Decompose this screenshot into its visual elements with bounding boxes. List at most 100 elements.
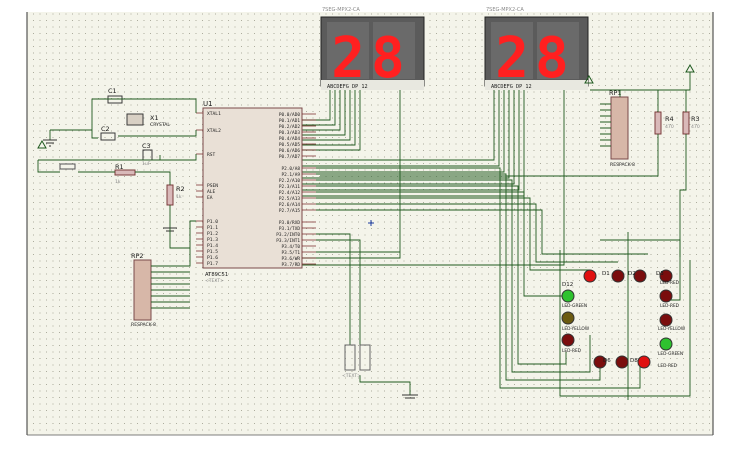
- svg-text:P0.7/AD7: P0.7/AD7: [279, 154, 301, 160]
- svg-text:P0.6/AD6: P0.6/AD6: [279, 148, 301, 154]
- r2-symbol: [166, 184, 174, 206]
- display-left-pin-strip: [321, 80, 424, 90]
- svg-text:XTAL2: XTAL2: [207, 128, 221, 134]
- svg-text:P1.2: P1.2: [207, 231, 218, 237]
- led-green-right-1: [659, 337, 673, 351]
- mcu-text-placeholder: <TEXT>: [205, 278, 224, 284]
- led-red-bottom-2: [615, 355, 629, 369]
- vcc-arrow-left: [37, 139, 47, 149]
- display-left-digit-bg-2: [373, 22, 415, 79]
- ground-symbols: [43, 139, 177, 232]
- svg-text:P0.5/AD5: P0.5/AD5: [279, 142, 301, 148]
- d1-label: D1: [602, 271, 610, 277]
- led-red-right-2: [659, 313, 673, 327]
- d12-label: D12: [562, 282, 573, 288]
- led-red-left-2: [561, 333, 575, 347]
- svg-text:P2.5/A13: P2.5/A13: [279, 196, 301, 202]
- svg-text:P1.3: P1.3: [207, 237, 218, 243]
- svg-text:P2.2/A10: P2.2/A10: [279, 178, 301, 184]
- c3-value: 1uF: [142, 161, 151, 167]
- led-red-bottom-3: [637, 355, 651, 369]
- c2-symbol: [100, 132, 116, 141]
- svg-text:ALE: ALE: [207, 189, 216, 195]
- svg-text:P0.4/AD4: P0.4/AD4: [279, 136, 301, 142]
- display-left[interactable]: 7SEG-MPX2-CA 28 ABCDEFG DP 12: [320, 7, 425, 91]
- led-red-bottom-1: [593, 355, 607, 369]
- r1-value: 1k: [115, 179, 121, 185]
- display-right-pin-strip: [485, 80, 588, 90]
- r1-symbol: [114, 169, 136, 176]
- crystal-symbol: [126, 113, 144, 126]
- display-right[interactable]: 7SEG-MPX2-CA 28 ABCDEFG DP 12: [484, 7, 589, 91]
- svg-text:P3.7/RD: P3.7/RD: [281, 262, 300, 268]
- led-red-top-3: [633, 269, 647, 283]
- led-green-left-1: [561, 289, 575, 303]
- svg-text:P0.2/AD2: P0.2/AD2: [279, 124, 301, 130]
- c1-symbol: [107, 95, 123, 104]
- c2-label: C2: [101, 125, 110, 133]
- vcc-arrow-right-1: [584, 74, 594, 84]
- svg-text:EA: EA: [207, 195, 213, 201]
- d6-label: D6: [603, 358, 611, 364]
- mcu-right-pin-names: P0.0/AD0 P0.1/AD1 P0.2/AD2 P0.3/AD3 P0.4…: [276, 112, 300, 268]
- svg-text:P3.5/T1: P3.5/T1: [281, 250, 300, 256]
- led-red-top-1: [583, 269, 597, 283]
- svg-text:P3.1/TXD: P3.1/TXD: [279, 226, 301, 232]
- svg-text:P2.1/A9: P2.1/A9: [281, 172, 300, 178]
- oscillator-circuit[interactable]: C1 C2 X1 CRYSTAL C3 1uF R1 1k R2 1k: [37, 87, 197, 232]
- svg-text:P3.6/WR: P3.6/WR: [281, 256, 300, 262]
- switch-text-placeholder: <TEXT>: [342, 373, 361, 379]
- r4-value: 470: [665, 124, 674, 130]
- d8-label: D8: [630, 358, 638, 364]
- switch-int1[interactable]: [359, 344, 371, 371]
- r2-value: 1k: [176, 194, 182, 200]
- resistor-pack-rp2[interactable]: RP2 RESPACK-8: [131, 220, 196, 328]
- rp2-part: RESPACK-8: [131, 322, 156, 328]
- led-green-label-1: LED-GREEN: [562, 303, 587, 309]
- crosshair-cursor-icon: [368, 220, 374, 226]
- svg-text:XTAL1: XTAL1: [207, 111, 221, 117]
- led-yellow-label-1: LED-YELLOW: [562, 326, 590, 332]
- svg-text:P2.0/A8: P2.0/A8: [281, 166, 300, 172]
- led-bus-wires: [316, 167, 691, 400]
- svg-text:P3.4/T0: P3.4/T0: [281, 244, 300, 250]
- switch-int0[interactable]: [344, 344, 356, 371]
- d3-label: D3: [656, 271, 664, 277]
- resistor-pack-rp1[interactable]: RP1 RESPACK-8 R4 470 R3 470: [320, 63, 700, 257]
- rp1-wires: [320, 72, 691, 257]
- r3-symbol: [682, 111, 690, 135]
- mcu-part-label: AT89C51: [205, 272, 228, 278]
- r3-value: 470: [691, 124, 700, 130]
- display-left-digit-bg-1: [327, 22, 369, 79]
- mcu-pin-stubs: [196, 112, 316, 265]
- r4-symbol: [654, 111, 662, 135]
- svg-text:P1.6: P1.6: [207, 255, 218, 261]
- rp2-wires: [151, 220, 196, 309]
- svg-text:P3.3/INT1: P3.3/INT1: [276, 238, 300, 244]
- mcu-ref-label: U1: [203, 100, 213, 108]
- traffic-leds[interactable]: D12 D1 D2 D3 D6 D8 LED-GREEN LED-YELLOW …: [561, 269, 686, 369]
- display-right-header: 7SEG-MPX2-CA: [486, 7, 524, 13]
- r4-label: R4: [665, 115, 674, 123]
- display-left-pin-labels: ABCDEFG DP 12: [327, 84, 368, 90]
- mcu-body: [202, 107, 303, 269]
- reset-switch[interactable]: [59, 163, 76, 170]
- rp2-body: [133, 259, 152, 321]
- led-red-label-2: LED-RED: [660, 280, 680, 286]
- svg-text:P3.2/INT0: P3.2/INT0: [276, 232, 300, 238]
- svg-text:P2.4/A12: P2.4/A12: [279, 190, 301, 196]
- c3-label: C3: [142, 142, 151, 150]
- display-left-header: 7SEG-MPX2-CA: [322, 7, 360, 13]
- svg-text:RST: RST: [207, 152, 216, 158]
- svg-text:P2.7/A15: P2.7/A15: [279, 208, 301, 214]
- led-green-label-2: LED-GREEN: [658, 351, 683, 357]
- svg-text:P3.0/RXD: P3.0/RXD: [279, 220, 301, 226]
- svg-text:P1.0: P1.0: [207, 219, 218, 225]
- svg-text:P0.1/AD1: P0.1/AD1: [279, 118, 301, 124]
- led-red-top-4: [659, 269, 673, 283]
- svg-text:P2.6/A14: P2.6/A14: [279, 202, 301, 208]
- vcc-arrow-right-2: [685, 63, 695, 73]
- r1-label: R1: [115, 163, 124, 171]
- mcu-u1[interactable]: U1 AT89C51 <TEXT> XTAL1 XTAL2 RST PSEN A…: [196, 100, 316, 284]
